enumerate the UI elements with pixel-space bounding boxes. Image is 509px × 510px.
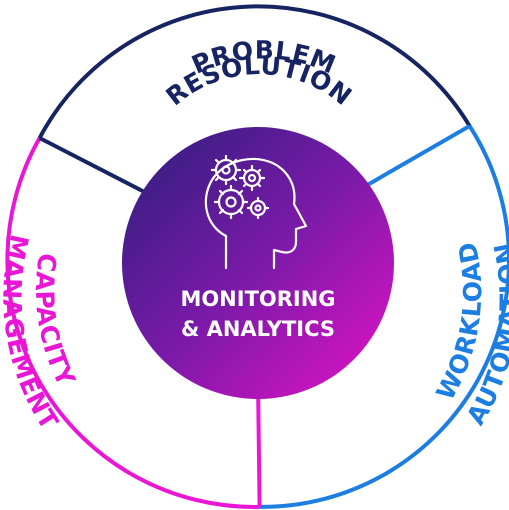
center-circle <box>122 127 394 399</box>
ring-arc-top <box>37 4 472 139</box>
ring-arc-right <box>259 124 509 509</box>
divider-top-left <box>38 136 161 202</box>
divider-top-right <box>349 124 471 197</box>
center-label-line1: MONITORING <box>180 287 335 311</box>
divider-bottom <box>256 379 262 507</box>
center-label-line2: & ANALYTICS <box>181 317 335 341</box>
ring-arc-left <box>5 137 260 509</box>
head-gears-icon <box>204 154 308 270</box>
